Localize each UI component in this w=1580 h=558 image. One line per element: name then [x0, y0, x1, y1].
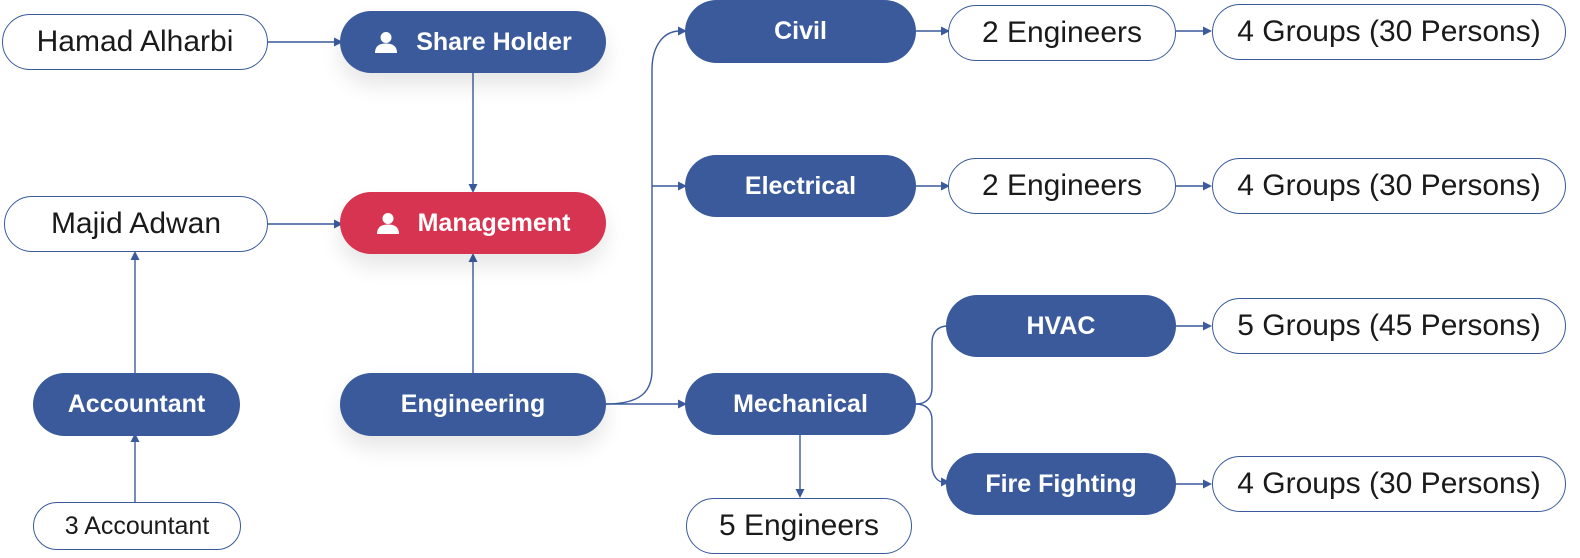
node-electrical-groups: 4 Groups (30 Persons) — [1212, 158, 1566, 214]
node-label: Accountant — [67, 390, 206, 418]
node-label: 2 Engineers — [981, 169, 1143, 202]
node-label: Engineering — [400, 390, 546, 418]
node-fire-fighting: Fire Fighting — [946, 453, 1176, 515]
arrowhead — [941, 477, 950, 487]
node-label: 5 Groups (45 Persons) — [1237, 309, 1541, 342]
node-mechanical-engineers: 5 Engineers — [686, 498, 912, 554]
node-mechanical: Mechanical — [685, 373, 916, 435]
node-accountant: Accountant — [33, 373, 240, 436]
arrowhead — [1203, 321, 1212, 331]
node-civil: Civil — [685, 0, 916, 63]
node-label: Mechanical — [733, 389, 868, 418]
arrowhead — [130, 433, 140, 442]
edge-engineering-trunk — [605, 30, 681, 405]
node-hamad-alharbi: Hamad Alharbi — [2, 14, 268, 70]
arrowhead — [941, 26, 950, 36]
edge-mechanical-firefighting — [915, 403, 944, 483]
node-label: Hamad Alharbi — [36, 25, 234, 58]
node-label: 4 Groups (30 Persons) — [1237, 169, 1541, 202]
node-label: HVAC — [1026, 311, 1096, 340]
person-icon — [376, 211, 400, 235]
node-engineering: Engineering — [340, 373, 606, 436]
node-label: Civil — [774, 17, 827, 45]
node-civil-groups: 4 Groups (30 Persons) — [1212, 4, 1566, 60]
arrowhead — [678, 399, 687, 409]
arrowhead — [795, 489, 805, 498]
node-label: 2 Engineers — [981, 16, 1143, 49]
node-electrical: Electrical — [685, 155, 916, 217]
arrowhead — [130, 251, 140, 260]
person-icon — [374, 30, 398, 54]
node-label: 4 Groups (30 Persons) — [1237, 467, 1541, 500]
node-electrical-engineers: 2 Engineers — [948, 158, 1176, 214]
node-label: Share Holder — [416, 27, 572, 56]
node-label: Management — [417, 208, 571, 237]
edge-mechanical-hvac — [915, 325, 949, 405]
node-accountant-count: 3 Accountant — [33, 502, 241, 550]
node-majid-adwan: Majid Adwan — [4, 196, 268, 252]
arrowhead — [678, 181, 687, 191]
node-hvac-groups: 5 Groups (45 Persons) — [1212, 298, 1566, 354]
node-fire-fighting-groups: 4 Groups (30 Persons) — [1212, 456, 1566, 512]
arrowhead — [1203, 181, 1212, 191]
node-civil-engineers: 2 Engineers — [948, 5, 1176, 61]
arrowhead — [334, 37, 343, 47]
node-share-holder: Share Holder — [340, 11, 606, 73]
node-label: 4 Groups (30 Persons) — [1237, 15, 1541, 48]
arrowhead — [334, 219, 343, 229]
arrowhead — [468, 253, 478, 262]
node-label: 5 Engineers — [718, 509, 880, 542]
node-hvac: HVAC — [946, 295, 1176, 357]
arrowhead — [1203, 26, 1212, 36]
arrowhead — [468, 184, 478, 193]
arrowhead — [941, 181, 950, 191]
node-label: Majid Adwan — [50, 207, 222, 240]
arrowhead — [678, 26, 687, 36]
node-management: Management — [340, 192, 606, 254]
arrowhead — [1203, 479, 1212, 489]
node-label: Electrical — [744, 171, 857, 200]
node-label: Fire Fighting — [985, 469, 1137, 498]
node-label: 3 Accountant — [64, 511, 210, 540]
